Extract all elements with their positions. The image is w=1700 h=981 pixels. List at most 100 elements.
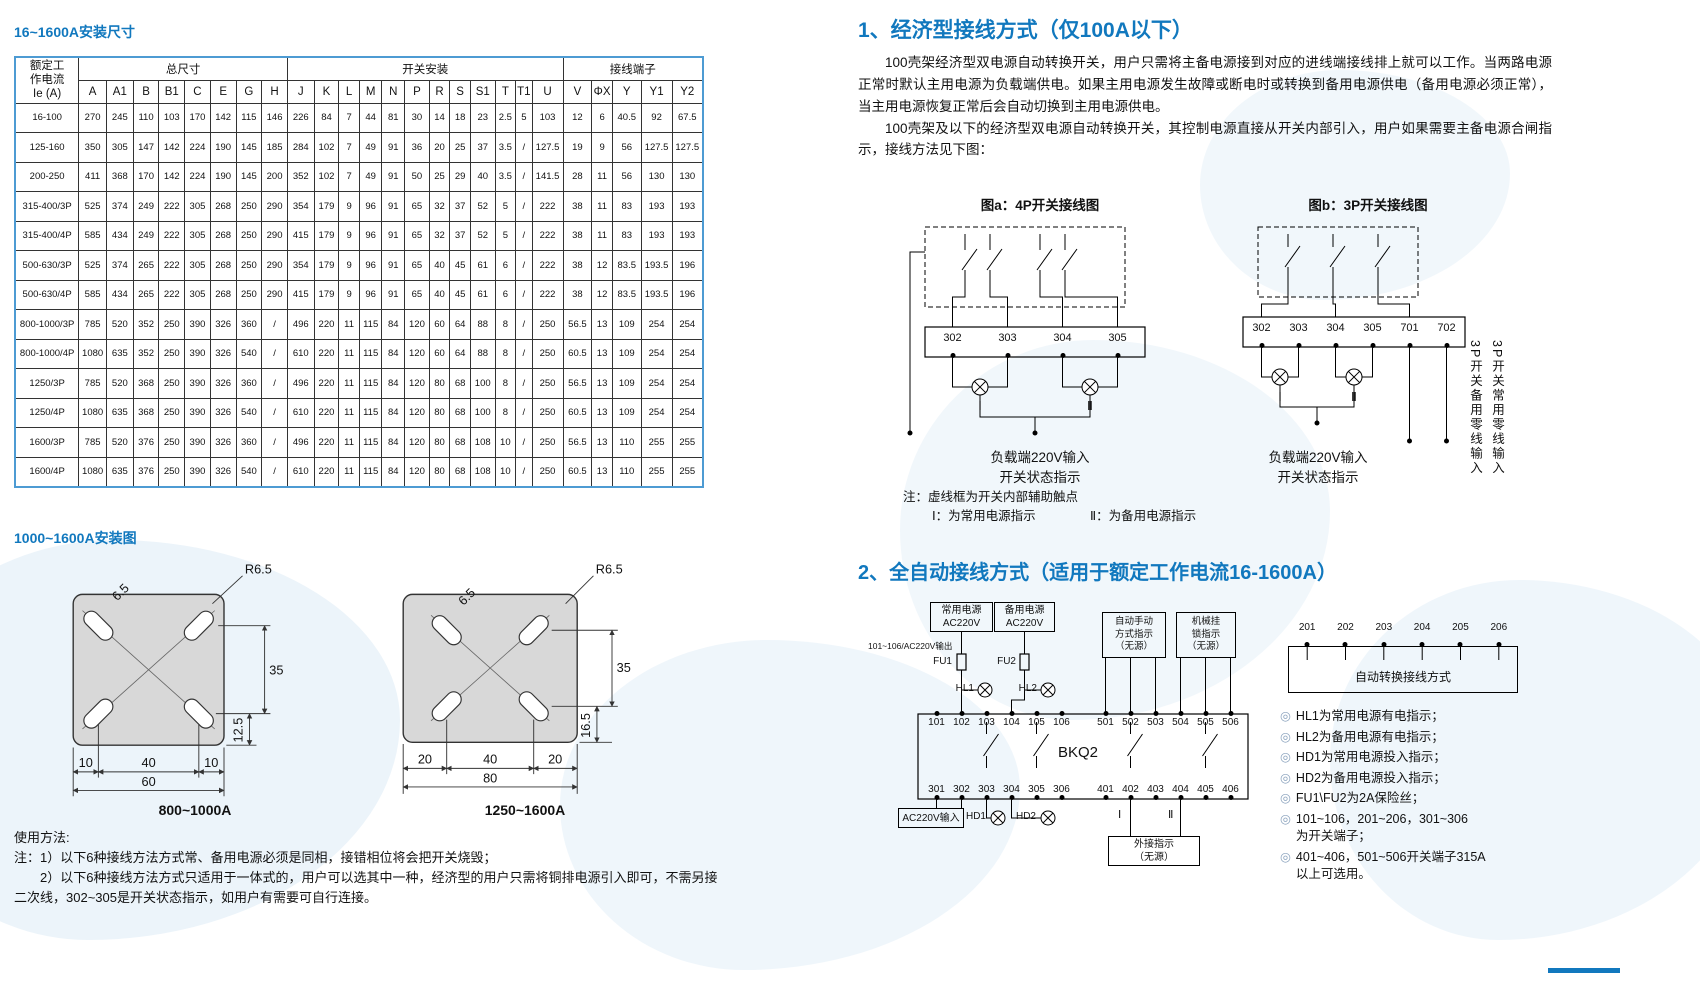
mounting-slot [431,691,462,722]
col-header: L [338,79,360,104]
col-header: ΦX [591,79,613,104]
cell-dimension: 305 [184,279,211,310]
cell-dimension: 434 [105,220,134,251]
cell-dimension: 13 [591,309,613,340]
mounting-slot [183,698,214,729]
terminal-number: 301 [924,784,949,796]
cell-dimension: 38 [562,220,593,251]
cell-dimension: 92 [640,102,673,133]
cell-dimension: 60.5 [562,338,593,369]
cell-dimension: 110 [132,102,160,133]
cell-dimension: 222 [531,250,564,281]
legend-text: 101~106，201~206，301~306 为开关端子； [1295,811,1468,844]
cell-dimension: 635 [105,456,134,487]
cell-dimension: 250 [531,427,564,458]
lamp-label-2: Ⅱ [1087,399,1093,413]
cell-current-rating: 200-250 [14,161,80,192]
legend-text: HL2为备用电源有电指示； [1295,729,1444,744]
cell-dimension: 91 [381,191,406,222]
cell-dimension: 540 [235,456,263,487]
cell-dimension: 585 [78,220,107,251]
col-header: C [184,79,211,104]
cell-dimension: 61 [469,279,496,310]
cell-dimension: 190 [209,161,237,192]
cell-dimension: 56.5 [562,427,593,458]
mounting-slot [518,691,549,722]
cell-dimension: 142 [209,102,237,133]
cell-dimension: 13 [591,456,613,487]
cell-dimension: 84 [313,102,340,133]
cell-dimension: 268 [209,220,237,251]
cell-dimension: 193 [671,191,704,222]
terminal-number: 405 [1193,784,1218,796]
cell-dimension: 496 [286,368,315,399]
indicator-lamp-icon [1040,682,1056,698]
cell-dimension: 11 [591,161,613,192]
bullet-icon: ◎ [1280,770,1291,785]
cell-dimension: 10 [494,427,517,458]
cell-dimension: 390 [184,456,211,487]
cell-dimension: 354 [286,250,315,281]
cell-dimension: 130 [640,161,673,192]
cell-dimension: 415 [286,279,315,310]
cell-dimension: 13 [591,368,613,399]
cell-dimension: 11 [591,191,613,222]
auto-transfer-terminal-box: 自动转换接线方式 [1288,646,1518,693]
cell-dimension: 196 [671,279,704,310]
cell-dimension: 83 [611,220,642,251]
cell-dimension: 220 [313,338,340,369]
cell-dimension: 56.5 [562,309,593,340]
figure-note-3: Ⅱ：为备用电源指示 [1090,509,1197,523]
col-header: E [209,79,237,104]
cell-dimension: 250 [158,309,186,340]
cell-dimension: 68 [449,456,471,487]
cell-dimension: 141.5 [531,161,564,192]
cell-dimension: 290 [261,191,288,222]
cell-dimension: / [261,456,288,487]
cell-dimension: 60.5 [562,456,593,487]
col-header: S1 [469,79,496,104]
cell-dimension: 84 [381,397,406,428]
mounting-drawing-svg: R6.5 6.5 35 12.5 10 40 10 60 [72,562,283,797]
col-header: A1 [105,79,134,104]
cell-dimension: 9 [338,220,360,251]
dim-label-total: 60 [142,774,156,789]
dim-label-left: 20 [418,752,432,767]
neutral-label-backup: 3P开关备用零线输入 [1468,340,1482,476]
figure-caption: 开关状态指示 [999,470,1081,485]
mounting-slot [83,610,114,641]
col-header: M [358,79,383,104]
cell-dimension: 255 [640,456,673,487]
cell-dimension: 11 [338,397,360,428]
cell-dimension: 220 [313,427,340,458]
cell-dimension: 32 [428,220,451,251]
terminal-number: 501 [1093,717,1118,729]
cell-dimension: / [515,397,533,428]
cell-dimension: 65 [404,250,430,281]
cell-dimension: 390 [184,338,211,369]
cell-dimension: 11 [338,338,360,369]
cell-dimension: 120 [404,368,430,399]
cell-dimension: 390 [184,397,211,428]
cell-dimension: 45 [449,250,471,281]
cell-current-rating: 1600/4P [14,456,80,487]
cell-dimension: 109 [611,338,642,369]
cell-dimension: 222 [158,220,186,251]
indicator-lamp-icon [971,378,989,396]
cell-dimension: 222 [158,250,186,281]
cell-dimension: 193 [671,220,704,251]
dim-label-total: 80 [483,770,497,785]
terminal-number: 406 [1218,784,1243,796]
terminal-number: 402 [1118,784,1143,796]
cell-dimension: 120 [404,309,430,340]
cell-dimension: 255 [671,456,704,487]
mounting-slot [431,615,462,646]
cell-dimension: 32 [428,191,451,222]
cell-dimension: 65 [404,191,430,222]
